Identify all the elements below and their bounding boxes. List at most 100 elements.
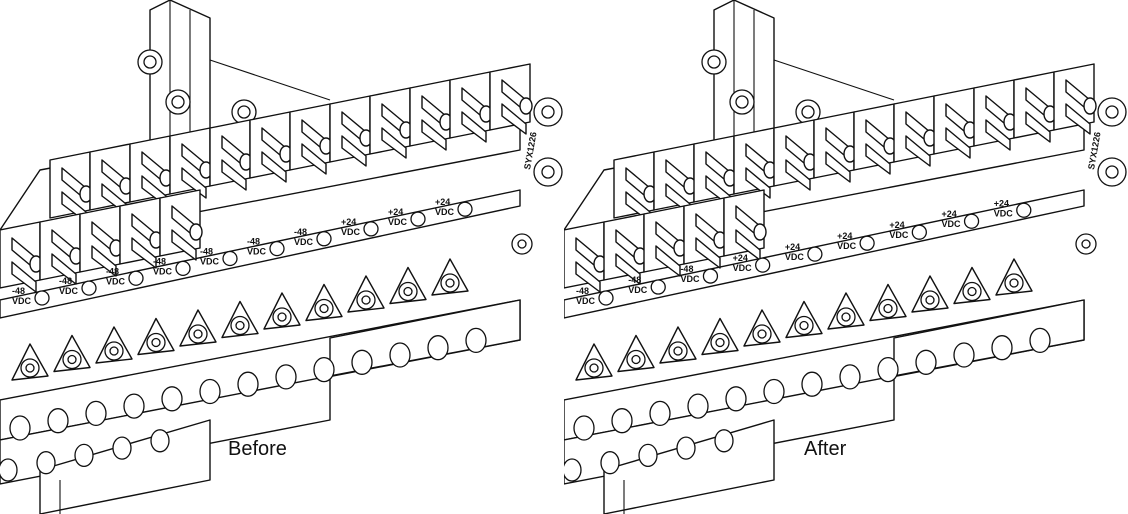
voltage-labels: -48VDC-48VDC-48VDC+24VDC+24VDC+24VDC+24V… bbox=[576, 198, 1032, 306]
voltage-label: -48 bbox=[628, 275, 641, 285]
label-marker bbox=[911, 224, 927, 240]
fuse-holder bbox=[683, 197, 727, 269]
busbar-hole bbox=[839, 364, 861, 390]
busbar-hole bbox=[36, 451, 56, 475]
label-marker bbox=[1016, 202, 1032, 218]
fuse-holder bbox=[693, 135, 737, 207]
voltage-label-unit: VDC bbox=[942, 219, 962, 229]
voltage-label: -48 bbox=[12, 286, 25, 296]
fuse-holder bbox=[89, 143, 133, 215]
fuse-holder bbox=[893, 95, 937, 167]
label-marker bbox=[269, 240, 285, 257]
voltage-label-unit: VDC bbox=[889, 230, 909, 240]
voltage-label-unit: VDC bbox=[994, 208, 1014, 218]
fuse-holder bbox=[129, 135, 173, 207]
fuse-holder bbox=[613, 151, 657, 223]
fuse-holder bbox=[653, 143, 697, 215]
terminal-screw-head bbox=[841, 312, 851, 322]
fuse-holder bbox=[449, 71, 493, 143]
busbar-hole bbox=[0, 458, 18, 482]
fuse-holder bbox=[489, 63, 533, 135]
terminal-screw-head bbox=[361, 295, 371, 305]
label-marker bbox=[222, 250, 238, 267]
label-marker bbox=[363, 221, 379, 237]
voltage-label: +24 bbox=[733, 253, 748, 263]
busbar-hole bbox=[313, 356, 335, 383]
label-marker bbox=[34, 290, 50, 306]
voltage-label-unit: VDC bbox=[576, 296, 596, 306]
label-marker bbox=[410, 211, 426, 227]
busbar-hole bbox=[877, 356, 899, 383]
voltage-label-unit: VDC bbox=[200, 257, 220, 267]
terminal-screw-head bbox=[67, 354, 77, 365]
voltage-label: +24 bbox=[341, 217, 356, 227]
voltage-label: +24 bbox=[942, 209, 957, 219]
fuse-holder bbox=[39, 213, 83, 285]
busbar-hole bbox=[573, 415, 595, 441]
busbar-hole bbox=[676, 436, 696, 460]
voltage-label-unit: VDC bbox=[294, 237, 314, 247]
label-marker bbox=[963, 213, 980, 229]
terminal-screw-head bbox=[25, 363, 35, 373]
voltage-labels: -48VDC-48VDC-48VDC-48VDC-48VDC-48VDC-48V… bbox=[12, 197, 473, 306]
voltage-label-unit: VDC bbox=[341, 227, 361, 237]
fuse-holder bbox=[733, 127, 777, 199]
voltage-label-unit: VDC bbox=[388, 217, 408, 227]
busbar-hole bbox=[123, 393, 145, 419]
fuse-holder bbox=[369, 87, 413, 159]
voltage-label-unit: VDC bbox=[12, 296, 32, 306]
busbar-hole bbox=[161, 386, 183, 412]
voltage-label: +24 bbox=[435, 197, 450, 207]
voltage-label: +24 bbox=[388, 207, 403, 217]
busbar-hole bbox=[600, 451, 620, 475]
voltage-label-unit: VDC bbox=[785, 252, 805, 262]
voltage-label-unit: VDC bbox=[59, 286, 79, 296]
voltage-label-unit: VDC bbox=[435, 207, 455, 217]
busbar-hole bbox=[389, 342, 411, 368]
busbar-hole bbox=[150, 429, 170, 453]
voltage-label: -48 bbox=[200, 247, 213, 257]
fuse-holder bbox=[409, 79, 453, 151]
voltage-label-unit: VDC bbox=[628, 285, 648, 295]
terminal-screw-head bbox=[151, 337, 161, 348]
label-marker bbox=[175, 260, 191, 277]
busbar-hole bbox=[199, 378, 221, 405]
busbar-hole bbox=[427, 335, 449, 361]
terminal-screw-head bbox=[445, 278, 455, 288]
fuse-holder bbox=[0, 221, 43, 293]
terminal-screw-head bbox=[319, 303, 329, 314]
fuse-holder bbox=[603, 213, 647, 285]
fuse-holder bbox=[813, 111, 857, 183]
label-marker bbox=[859, 235, 875, 251]
busbar-assembly: SYX1226 bbox=[564, 0, 1127, 514]
voltage-label-unit: VDC bbox=[153, 266, 173, 276]
busbar-hole bbox=[465, 327, 487, 354]
fuse-holder bbox=[49, 151, 93, 223]
fuse-holder bbox=[119, 197, 163, 269]
busbar-hole bbox=[763, 378, 785, 405]
fuse-holder bbox=[973, 79, 1017, 151]
voltage-label: -48 bbox=[59, 276, 72, 286]
caption-after: After bbox=[804, 438, 847, 460]
before-illustration: SYX1226 -48VDC-48VDC-48VDC-48VDC-48VDC-4… bbox=[0, 0, 563, 514]
terminal-screw-head bbox=[715, 337, 725, 348]
label-marker bbox=[650, 279, 666, 295]
terminal-screw-head bbox=[109, 346, 119, 356]
caption-before: Before bbox=[228, 438, 287, 460]
voltage-label: -48 bbox=[294, 227, 307, 237]
voltage-label-unit: VDC bbox=[837, 241, 857, 251]
voltage-label: +24 bbox=[994, 198, 1009, 208]
terminal-screw-head bbox=[277, 312, 287, 322]
terminal-screw-head bbox=[193, 329, 203, 339]
busbar-hole bbox=[687, 393, 709, 419]
voltage-label: -48 bbox=[247, 237, 260, 247]
terminal-screw-head bbox=[925, 295, 935, 305]
busbar-hole bbox=[953, 342, 975, 368]
busbar-hole bbox=[351, 349, 373, 375]
voltage-label-unit: VDC bbox=[733, 263, 753, 273]
busbar-hole bbox=[638, 443, 658, 468]
busbar-hole bbox=[564, 458, 582, 482]
fuse-holder bbox=[159, 189, 203, 261]
fuse-holder bbox=[853, 103, 897, 175]
